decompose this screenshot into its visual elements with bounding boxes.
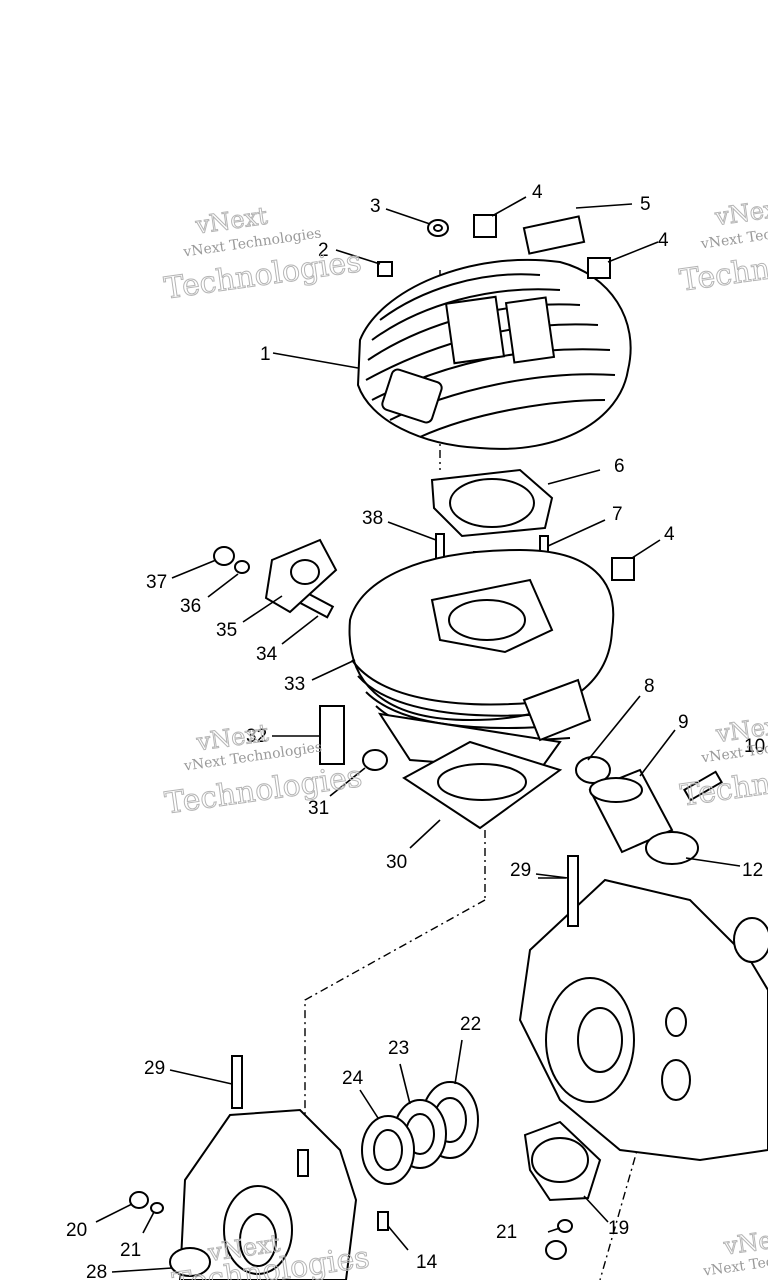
- intake-boot: [588, 768, 674, 854]
- watermark: vNext vNext Technologies: [701, 1222, 768, 1280]
- callout-8: 8: [644, 676, 655, 697]
- callout-1: 1: [260, 344, 271, 365]
- cylinder-head: [356, 258, 632, 450]
- callout-6: 6: [614, 456, 625, 477]
- o-ring: [575, 756, 611, 784]
- hose-clamp: [645, 831, 699, 865]
- clip: [587, 257, 611, 279]
- flange-nut: [213, 546, 235, 566]
- cylinder-block: [348, 548, 615, 772]
- callout-35: 35: [216, 620, 237, 641]
- crankcase-left: [169, 1055, 358, 1280]
- callout-21: 21: [496, 1222, 517, 1243]
- stud: [567, 855, 579, 927]
- clip: [473, 214, 497, 238]
- callout-9: 9: [678, 712, 689, 733]
- stud: [231, 1055, 243, 1109]
- callout-29: 29: [510, 860, 531, 881]
- washer: [234, 560, 250, 574]
- callout-23: 23: [388, 1038, 409, 1059]
- callout-33: 33: [284, 674, 305, 695]
- callout-36: 36: [180, 596, 201, 617]
- callout-20: 20: [66, 1220, 87, 1241]
- callout-19: 19: [608, 1218, 629, 1239]
- callout-2: 2: [318, 240, 329, 261]
- callout-22: 22: [460, 1014, 481, 1035]
- assembly-axis: [304, 899, 486, 1160]
- bracket-strip: [522, 215, 586, 255]
- callout-34: 34: [256, 644, 278, 665]
- head-gasket: [430, 468, 554, 538]
- leader-lines: [95, 196, 741, 1273]
- callout-37: 37: [146, 572, 167, 593]
- washer: [150, 1202, 164, 1214]
- callout-numbers: 1 2 3 4 5 4 6 7 38 4 37 36 35 34 33 8 9 …: [66, 182, 765, 1280]
- callout-32: 32: [246, 726, 267, 747]
- callout-4: 4: [664, 524, 675, 545]
- callout-3: 3: [370, 196, 381, 217]
- washer: [557, 1219, 573, 1233]
- callout-21: 21: [120, 1240, 141, 1261]
- nut: [545, 1240, 567, 1260]
- bracket: [319, 705, 345, 765]
- spacer-block: [377, 261, 393, 277]
- clip: [611, 557, 635, 581]
- callout-30: 30: [386, 852, 407, 873]
- nut: [129, 1191, 149, 1209]
- svg-text:vNext: vNext: [712, 193, 768, 231]
- callout-29: 29: [144, 1058, 165, 1079]
- nut: [362, 749, 388, 771]
- watermark: vNext vNext Technologies Technologies: [677, 193, 768, 299]
- dowel: [377, 1211, 389, 1231]
- stud: [297, 1149, 309, 1177]
- bearings: [361, 1081, 479, 1185]
- callout-14: 14: [416, 1252, 438, 1273]
- callout-38: 38: [362, 508, 383, 529]
- callout-10: 10: [744, 736, 765, 757]
- seal: [169, 1247, 211, 1277]
- bolt: [683, 770, 723, 802]
- callout-28: 28: [86, 1262, 107, 1280]
- callout-31: 31: [308, 798, 329, 819]
- base-gasket: [402, 740, 563, 830]
- head-nut: [427, 219, 449, 237]
- callout-4: 4: [658, 230, 669, 251]
- crankcase-right: [518, 855, 768, 1162]
- callout-4: 4: [532, 182, 543, 203]
- assembly-axis: [599, 1139, 641, 1280]
- callout-5: 5: [640, 194, 651, 215]
- callout-12: 12: [742, 860, 763, 881]
- watermark: vNext vNext Technologies Technologies: [162, 201, 364, 307]
- callout-24: 24: [342, 1068, 364, 1089]
- callout-7: 7: [612, 504, 623, 525]
